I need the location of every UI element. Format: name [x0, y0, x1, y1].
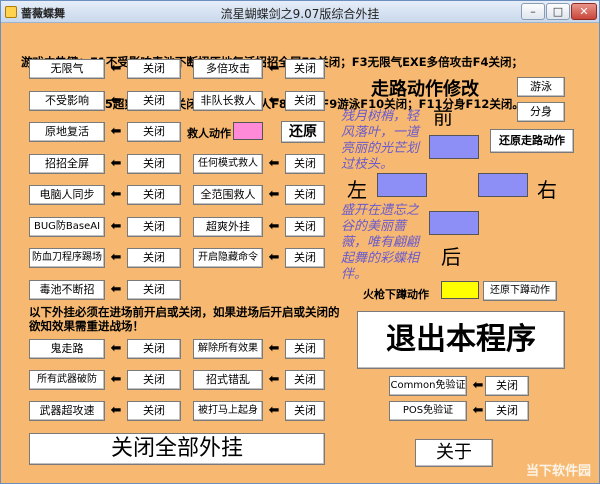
walk-back-swatch[interactable] [429, 211, 479, 235]
restore-walk-button[interactable]: 还原走路动作 [490, 129, 574, 153]
feature-ghost-walk-close[interactable]: 关闭 [127, 339, 181, 359]
arrow-left-icon: ⬅ [110, 372, 122, 387]
feature-ghost-walk-button[interactable]: 鬼走路 [29, 339, 105, 359]
walk-section-title: 走路动作修改 [371, 79, 479, 100]
app-name: 蔷薇蝶舞 [21, 7, 65, 20]
feature-hidden-commands-button[interactable]: 开启隐藏命令 [193, 248, 263, 268]
crouch-action-swatch[interactable] [441, 281, 479, 299]
arrow-left-icon: ⬅ [110, 187, 122, 202]
arrow-left-icon: ⬅ [268, 219, 280, 234]
feature-full-range-rescue-button[interactable]: 全范围救人 [193, 185, 263, 205]
feature-infinite-qi-button[interactable]: 无限气 [29, 59, 105, 79]
exit-program-button[interactable]: 退出本程序 [357, 311, 565, 369]
arrow-left-icon: ⬅ [268, 250, 280, 265]
rescue-action-swatch[interactable] [233, 122, 263, 140]
arrow-left-icon: ⬅ [268, 187, 280, 202]
arrow-left-icon: ⬅ [268, 156, 280, 171]
direction-right-label: 右 [537, 178, 557, 202]
poem-text-2: 盛开在遗忘之谷的美丽蔷薇，唯有翩翩起舞的彩蝶相伴。 [341, 203, 420, 282]
arrow-left-icon: ⬅ [268, 93, 280, 108]
feature-super-hack-button[interactable]: 超爽外挂 [193, 217, 263, 237]
feature-move-chaos-close[interactable]: 关闭 [285, 370, 325, 390]
feature-revive-close[interactable]: 关闭 [127, 122, 181, 142]
arrow-left-icon: ⬅ [110, 61, 122, 76]
feature-fullscreen-attack-button[interactable]: 招招全屏 [29, 154, 105, 174]
title-bar: 蔷薇蝶舞 流星蝴蝶剑之9.07版综合外挂 – □ ✕ [1, 1, 599, 23]
feature-anti-kick-close[interactable]: 关闭 [127, 248, 181, 268]
feature-anti-kick-button[interactable]: 防血刀程序踢场 [29, 248, 105, 268]
pos-verify-button[interactable]: POS免验证 [389, 401, 467, 421]
direction-back-label: 后 [441, 245, 461, 269]
watermark-text: 当下软件园 [525, 464, 591, 479]
feature-bug-baseai-button[interactable]: BUG防BaseAI [29, 217, 105, 237]
feature-multi-attack-button[interactable]: 多倍攻击 [193, 59, 263, 79]
arrow-left-icon: ⬅ [472, 378, 484, 393]
feature-multi-attack-close[interactable]: 关闭 [285, 59, 325, 79]
arrow-left-icon: ⬅ [110, 219, 122, 234]
feature-bug-baseai-close[interactable]: 关闭 [127, 217, 181, 237]
swim-button[interactable]: 游泳 [517, 77, 565, 97]
feature-infinite-qi-close[interactable]: 关闭 [127, 59, 181, 79]
pos-verify-close[interactable]: 关闭 [485, 401, 529, 421]
common-verify-close[interactable]: 关闭 [485, 376, 529, 396]
feature-poison-pool-close[interactable]: 关闭 [127, 280, 181, 300]
feature-armor-break-close[interactable]: 关闭 [127, 370, 181, 390]
feature-quick-getup-close[interactable]: 关闭 [285, 401, 325, 421]
arrow-left-icon: ⬅ [110, 156, 122, 171]
feature-ai-sync-button[interactable]: 电脑人同步 [29, 185, 105, 205]
arrow-left-icon: ⬅ [268, 61, 280, 76]
feature-remove-effects-button[interactable]: 解除所有效果 [193, 339, 263, 359]
feature-fullscreen-attack-close[interactable]: 关闭 [127, 154, 181, 174]
close-all-hacks-button[interactable]: 关闭全部外挂 [29, 433, 325, 465]
clone-button[interactable]: 分身 [517, 102, 565, 122]
feature-quick-getup-button[interactable]: 被打马上起身 [193, 401, 263, 421]
common-verify-button[interactable]: Common免验证 [389, 376, 467, 396]
pre-battle-note: 以下外挂必须在进场前开启或关闭，如果进场后开启或关闭的欲知效果需重进战场！ [29, 305, 340, 333]
arrow-left-icon: ⬅ [110, 341, 122, 356]
rescue-action-label: 救人动作 [187, 127, 231, 140]
poem-text-1: 残月树梢，轻风落叶，一道亮丽的光芒划过枝头。 [341, 109, 420, 172]
feature-any-mode-rescue-button[interactable]: 任何模式救人 [193, 154, 263, 174]
feature-attack-speed-close[interactable]: 关闭 [127, 401, 181, 421]
feature-non-leader-rescue-button[interactable]: 非队长救人 [193, 91, 263, 111]
feature-full-range-rescue-close[interactable]: 关闭 [285, 185, 325, 205]
maximize-button[interactable]: □ [546, 3, 570, 20]
feature-armor-break-button[interactable]: 所有武器破防 [29, 370, 105, 390]
close-window-button[interactable]: ✕ [571, 3, 597, 20]
arrow-left-icon: ⬅ [110, 403, 122, 418]
arrow-left-icon: ⬅ [110, 93, 122, 108]
walk-left-swatch[interactable] [377, 173, 427, 197]
feature-attack-speed-button[interactable]: 武器超攻速 [29, 401, 105, 421]
app-icon [5, 6, 17, 18]
feature-remove-effects-close[interactable]: 关闭 [285, 339, 325, 359]
rescue-restore-button[interactable]: 还原 [281, 121, 325, 143]
crouch-action-label: 火枪下蹲动作 [363, 288, 429, 301]
feature-ai-sync-close[interactable]: 关闭 [127, 185, 181, 205]
arrow-left-icon: ⬅ [268, 403, 280, 418]
feature-super-hack-close[interactable]: 关闭 [285, 217, 325, 237]
feature-poison-pool-button[interactable]: 毒池不断招 [29, 280, 105, 300]
feature-any-mode-rescue-close[interactable]: 关闭 [285, 154, 325, 174]
feature-unaffected-button[interactable]: 不受影响 [29, 91, 105, 111]
minimize-button[interactable]: – [521, 3, 545, 20]
window-title: 流星蝴蝶剑之9.07版综合外挂 [220, 7, 380, 21]
feature-non-leader-rescue-close[interactable]: 关闭 [285, 91, 325, 111]
walk-front-swatch[interactable] [429, 135, 479, 159]
arrow-left-icon: ⬅ [268, 341, 280, 356]
feature-revive-button[interactable]: 原地复活 [29, 122, 105, 142]
arrow-left-icon: ⬅ [110, 124, 122, 139]
direction-left-label: 左 [347, 178, 367, 202]
arrow-left-icon: ⬅ [472, 403, 484, 418]
feature-hidden-commands-close[interactable]: 关闭 [285, 248, 325, 268]
feature-move-chaos-button[interactable]: 招式错乱 [193, 370, 263, 390]
arrow-left-icon: ⬅ [110, 250, 122, 265]
about-button[interactable]: 关于 [415, 439, 493, 467]
walk-right-swatch[interactable] [478, 173, 528, 197]
direction-front-label: 前 [433, 105, 453, 129]
arrow-left-icon: ⬅ [110, 282, 122, 297]
arrow-left-icon: ⬅ [268, 372, 280, 387]
restore-crouch-button[interactable]: 还原下蹲动作 [483, 281, 557, 301]
feature-unaffected-close[interactable]: 关闭 [127, 91, 181, 111]
